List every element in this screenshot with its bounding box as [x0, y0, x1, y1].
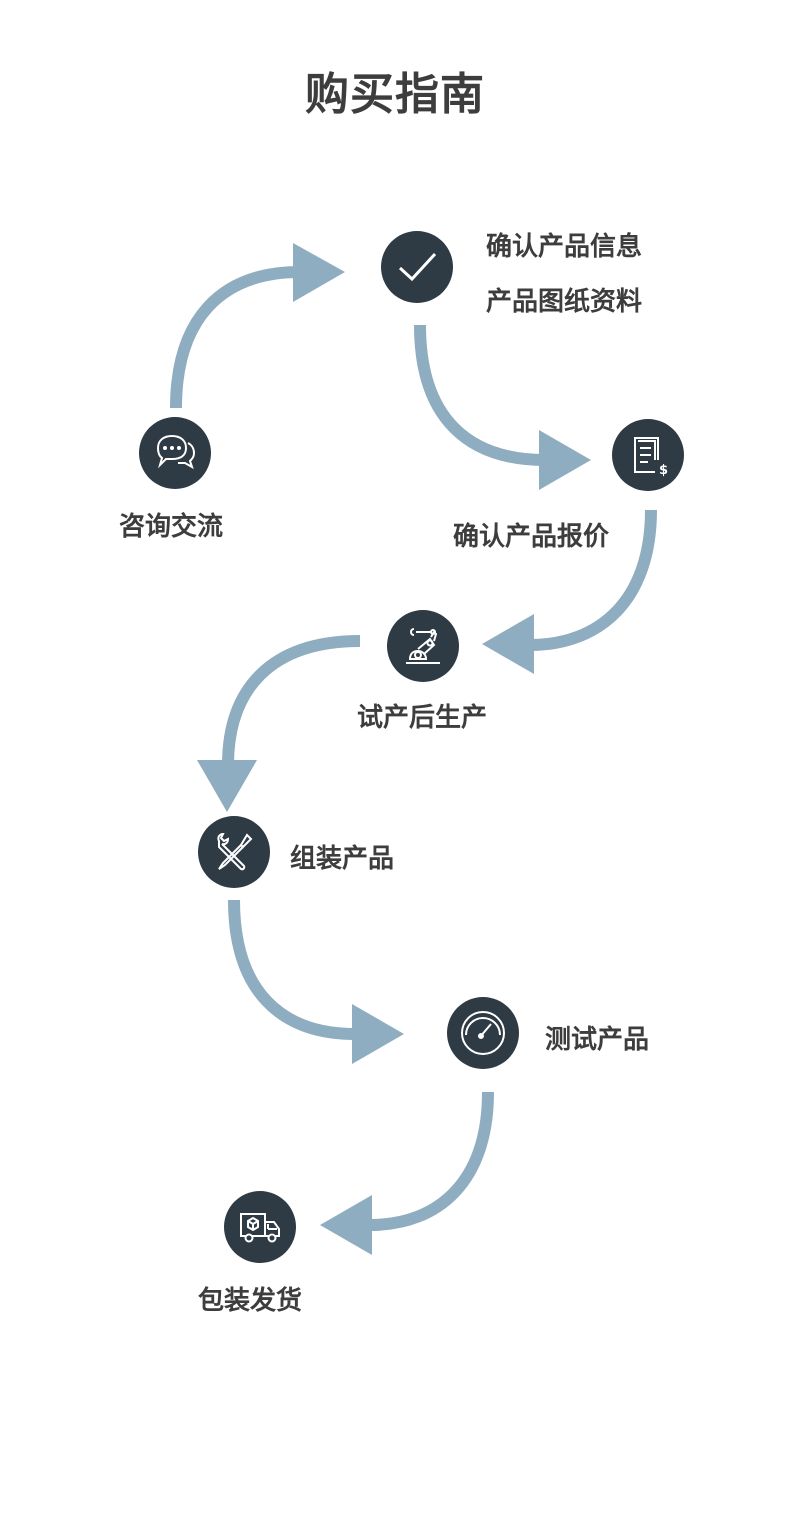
gauge-icon	[461, 1011, 505, 1055]
step-testing-label: 测试产品	[545, 1025, 650, 1055]
chat-bubbles-icon	[156, 434, 196, 470]
svg-text:$: $	[659, 463, 668, 478]
wrench-screwdriver-icon	[217, 832, 253, 871]
document-dollar-icon: $	[634, 437, 668, 478]
step-confirm-info-node	[381, 231, 453, 303]
step-confirm-info-label: 确认产品信息	[486, 232, 643, 262]
step-consult-node	[139, 417, 211, 489]
arrow-5-shaft	[228, 899, 356, 1040]
step-quote-label: 确认产品报价	[453, 522, 610, 552]
step-production-label: 试产后生产	[357, 703, 488, 733]
step-production-node	[387, 610, 459, 682]
arrow-5-head	[352, 1004, 404, 1064]
arrow-4-shaft	[222, 635, 361, 766]
arrow-3-head	[482, 614, 534, 674]
step-shipping-label: 包装发货	[198, 1286, 303, 1316]
arrow-3-shaft	[529, 509, 657, 651]
arrow-2-shaft	[414, 324, 546, 466]
step-shipping-node	[224, 1191, 296, 1263]
arrow-6-shaft	[369, 1091, 494, 1231]
step-testing-node	[447, 997, 519, 1069]
robot-arm-icon	[406, 628, 440, 664]
step-drawings-label: 产品图纸资料	[486, 287, 643, 317]
arrow-1-shaft	[170, 266, 301, 409]
arrow-6-head	[320, 1195, 372, 1255]
step-quote-node: $	[612, 419, 684, 491]
page-title: 购买指南	[305, 69, 485, 120]
delivery-truck-icon	[240, 1213, 280, 1243]
step-assembly-label: 组装产品	[290, 844, 395, 874]
checkmark-icon	[398, 252, 437, 282]
step-consult-label: 咨询交流	[119, 512, 224, 542]
arrow-2-head	[539, 430, 591, 490]
arrow-1-head	[293, 243, 345, 302]
arrow-4-head	[197, 760, 257, 812]
step-assembly-node	[198, 816, 270, 888]
